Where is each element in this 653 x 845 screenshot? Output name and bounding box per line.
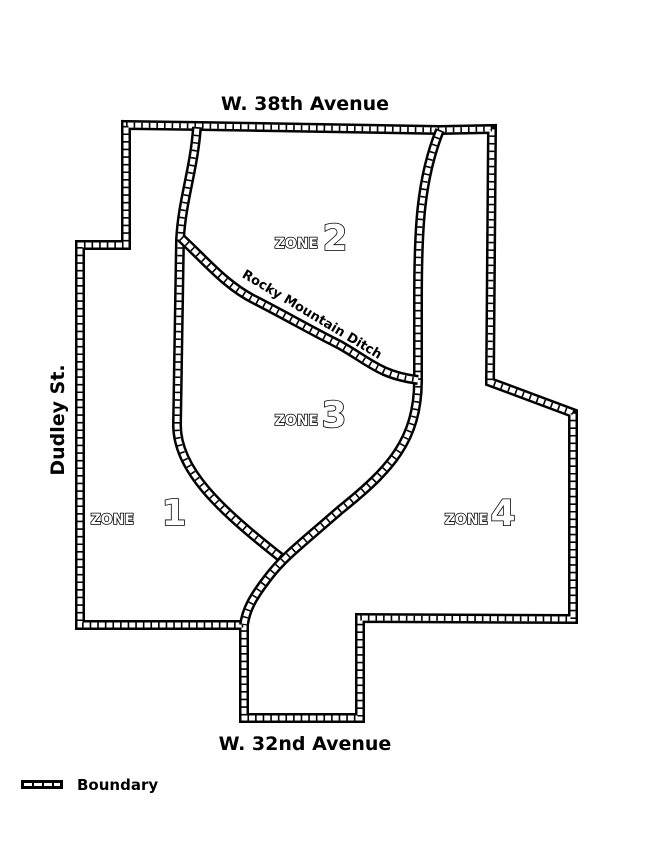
zone-word: ZONE xyxy=(275,236,318,252)
zone-number: 3 xyxy=(321,395,346,436)
zone-label-4: ZONE 4 xyxy=(444,492,516,535)
zone-word: ZONE xyxy=(445,512,488,528)
legend: Boundary xyxy=(21,776,158,794)
zone-number: 2 xyxy=(322,218,347,259)
rocky-mountain-ditch xyxy=(177,234,419,385)
zone-divider-east xyxy=(239,128,445,626)
zone-word: ZONE xyxy=(275,413,318,429)
ditch-label: Rocky Mountain Ditch xyxy=(239,267,384,362)
zone-divider-west xyxy=(171,126,288,564)
zone-word: ZONE xyxy=(91,512,134,528)
outer-boundary xyxy=(75,119,578,723)
street-label-north: W. 38th Avenue xyxy=(221,93,389,115)
zone-label-1: ZONE 1 xyxy=(90,492,187,535)
street-label-west: Dudley St. xyxy=(47,364,69,475)
zone-number: 1 xyxy=(161,493,186,534)
zone-label-2: ZONE 2 xyxy=(274,217,348,260)
boundary-legend-icon xyxy=(21,780,63,789)
zone-label-3: ZONE 3 xyxy=(274,394,347,437)
boundary-lines xyxy=(75,119,578,723)
zone-number: 4 xyxy=(490,493,515,534)
street-label-south: W. 32nd Avenue xyxy=(219,733,392,755)
legend-boundary-label: Boundary xyxy=(77,776,158,794)
